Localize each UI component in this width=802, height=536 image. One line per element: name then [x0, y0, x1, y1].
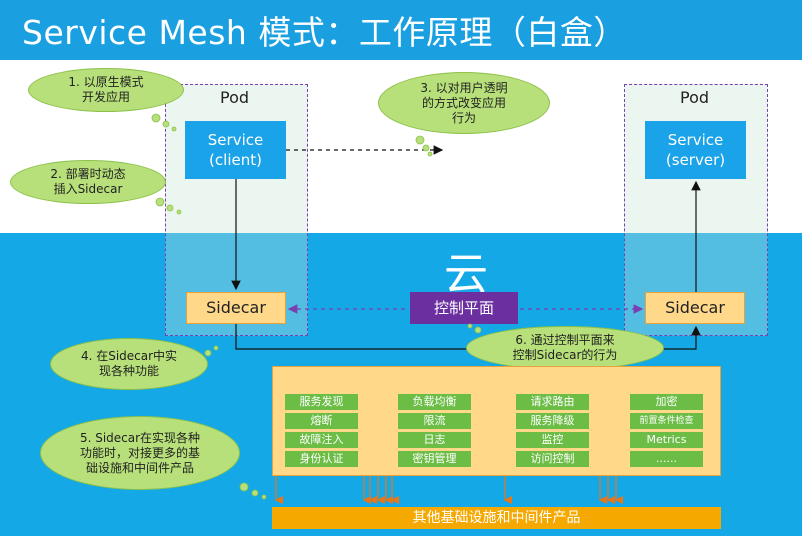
- feature-precondition-check: 前置条件检查: [630, 413, 703, 429]
- note-5-line3: 础设施和中间件产品: [85, 460, 194, 475]
- note-6-line2: 控制Sidecar的行为: [512, 348, 618, 362]
- service-client-line1: Service: [207, 131, 264, 149]
- feature-service-discovery: 服务发现: [285, 394, 358, 410]
- note-3-line2: 的方式改变应用: [421, 95, 506, 110]
- service-client-line2: (client): [209, 151, 262, 169]
- note-1-line2: 开发应用: [81, 90, 130, 104]
- note-1-cloud: 1. 以原生模式开发应用: [28, 68, 184, 112]
- sidecar-right: Sidecar: [645, 292, 745, 324]
- note-2-cloud: 2. 部署时动态插入Sidecar: [10, 160, 166, 204]
- feature-monitoring: 监控: [516, 432, 589, 448]
- note-4-line2: 现各种功能: [98, 364, 159, 378]
- feature-request-routing: 请求路由: [516, 394, 589, 410]
- note-5-line1: 5. Sidecar在实现各种: [79, 430, 201, 445]
- feature-access-control: 访问控制: [516, 451, 589, 467]
- note-5-line2: 功能时，对接更多的基: [79, 445, 200, 460]
- service-server-box: Service (server): [645, 121, 746, 179]
- pod-right-label: Pod: [680, 88, 710, 107]
- note-1-line1: 1. 以原生模式: [68, 75, 144, 89]
- feature-circuit-breaker: 熔断: [285, 413, 358, 429]
- cloud-label: 云: [444, 249, 488, 300]
- control-plane: 控制平面: [410, 292, 518, 324]
- note-4-line1: 4. 在Sidecar中实: [80, 349, 178, 363]
- pod-left-label: Pod: [220, 88, 250, 107]
- service-server-line1: Service: [667, 131, 724, 149]
- service-server-line2: (server): [665, 151, 726, 169]
- note-5-cloud: 5. Sidecar在实现各种功能时，对接更多的基础设施和中间件产品: [40, 416, 240, 490]
- note-6-line1: 6. 通过控制平面来: [515, 333, 615, 347]
- page-title: Service Mesh 模式：工作原理（白盒）: [22, 13, 627, 52]
- feature-authentication: 身份认证: [285, 451, 358, 467]
- infrastructure-products-bar: 其他基础设施和中间件产品: [272, 507, 721, 529]
- sidecar-left: Sidecar: [186, 292, 286, 324]
- service-client-box: Service (client): [185, 121, 286, 179]
- feature-logging: 日志: [398, 432, 471, 448]
- feature-metrics: Metrics: [630, 432, 703, 448]
- note-3-line3: 行为: [451, 110, 476, 125]
- feature-more: ......: [630, 451, 703, 467]
- feature-encryption: 加密: [630, 394, 703, 410]
- note-6-cloud: 6. 通过控制平面来控制Sidecar的行为: [466, 326, 664, 370]
- note-4-cloud: 4. 在Sidecar中实现各种功能: [50, 338, 208, 390]
- note-3-line1: 3. 以对用户透明: [420, 80, 508, 95]
- feature-fault-injection: 故障注入: [285, 432, 358, 448]
- feature-service-degradation: 服务降级: [516, 413, 589, 429]
- note-2-line1: 2. 部署时动态: [50, 167, 126, 181]
- note-2-line2: 插入Sidecar: [53, 182, 123, 196]
- note-3-cloud: 3. 以对用户透明的方式改变应用行为: [378, 72, 550, 134]
- title-bar: Service Mesh 模式：工作原理（白盒）: [0, 0, 802, 60]
- feature-key-management: 密钥管理: [398, 451, 471, 467]
- feature-rate-limiting: 限流: [398, 413, 471, 429]
- feature-load-balancing: 负载均衡: [398, 394, 471, 410]
